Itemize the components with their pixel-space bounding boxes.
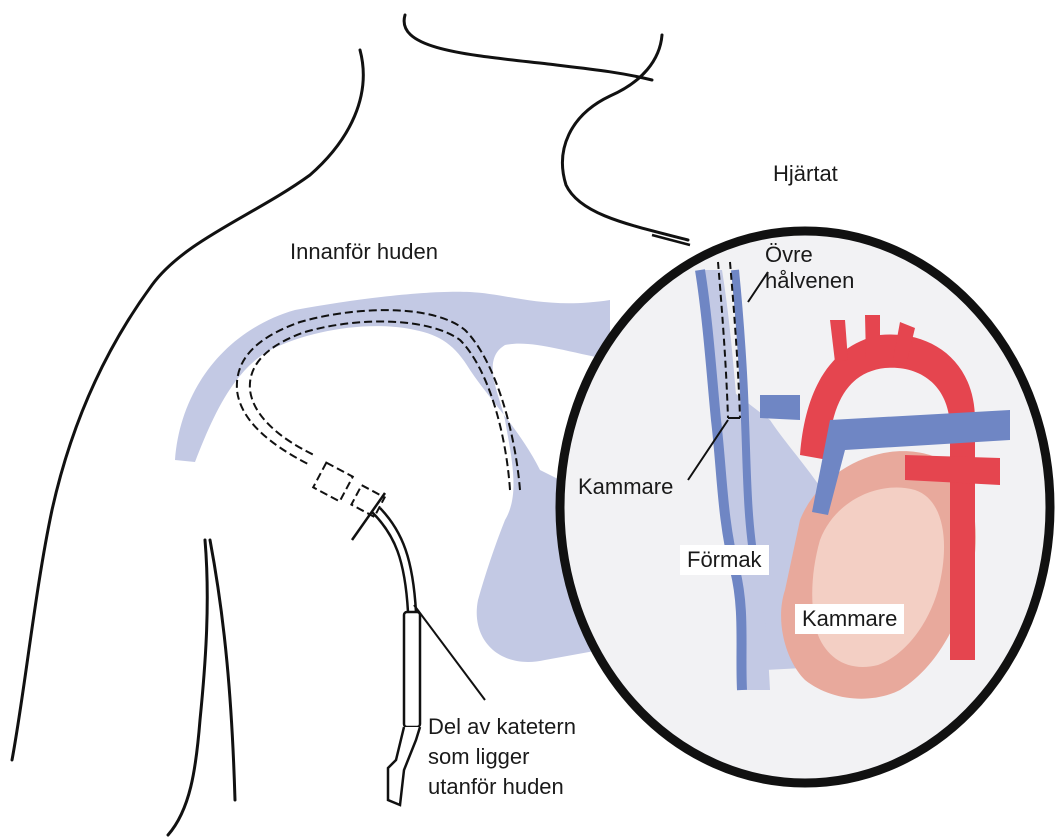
inside-skin-label: Innanför huden bbox=[290, 238, 438, 265]
upper-vena-cava-label: Övre hålvenen bbox=[765, 242, 854, 294]
vein-region bbox=[175, 292, 610, 662]
ventricle-label-right: Kammare bbox=[795, 604, 904, 634]
heart-label: Hjärtat bbox=[773, 160, 838, 187]
outside-part-label: Del av katetern som ligger utanför huden bbox=[428, 712, 576, 802]
atrium-label: Förmak bbox=[680, 545, 769, 575]
ventricle-label-left: Kammare bbox=[578, 473, 673, 500]
